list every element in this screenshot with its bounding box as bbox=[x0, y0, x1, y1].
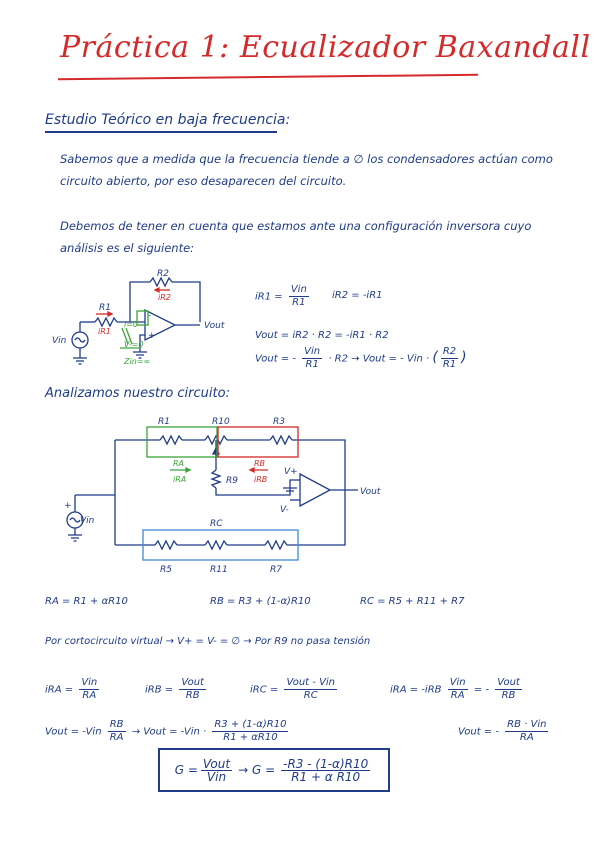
label-r7: R7 bbox=[270, 565, 282, 575]
label-i0: i=0 bbox=[124, 320, 138, 329]
equation-ra: RA = R1 + αR10 bbox=[45, 596, 128, 607]
label-r3: R3 bbox=[273, 417, 285, 427]
paragraph-line: Debemos de tener en cuenta que estamos a… bbox=[60, 219, 532, 233]
equation-vout1: Vout = iR2 · R2 = -iR1 · R2 bbox=[255, 330, 389, 341]
section-heading-underline bbox=[45, 131, 277, 133]
label-irb: iRB bbox=[254, 475, 267, 484]
label-vminus: V-=0 bbox=[124, 340, 143, 349]
label-rc: RC bbox=[210, 519, 223, 529]
label-ir1: iR1 bbox=[98, 327, 111, 336]
section-heading-analysis: Analizamos nuestro circuito: bbox=[45, 386, 230, 401]
label-plus: + bbox=[148, 331, 156, 341]
equation-ir2: iR2 = -iR1 bbox=[332, 290, 383, 301]
label-r1: R1 bbox=[158, 417, 170, 427]
page-title: Práctica 1: Ecualizador Baxandall bbox=[60, 30, 591, 65]
label-vout: Vout bbox=[204, 321, 225, 331]
label-r11: R11 bbox=[210, 565, 228, 575]
section-heading-theory: Estudio Teórico en baja frecuencia: bbox=[45, 112, 291, 128]
paragraph-line: análisis es el siguiente: bbox=[60, 241, 195, 255]
label-ir2: iR2 bbox=[158, 293, 171, 302]
label-r1: R1 bbox=[99, 303, 111, 313]
label-minus: - bbox=[148, 311, 151, 321]
label-vminus: V- bbox=[280, 505, 289, 515]
equation-rc: RC = R5 + R11 + R7 bbox=[360, 596, 465, 607]
label-rb: RB bbox=[254, 459, 265, 468]
paragraph-line: Sabemos que a medida que la frecuencia t… bbox=[60, 152, 553, 166]
label-ira: iRA bbox=[173, 475, 186, 484]
label-vout: Vout bbox=[360, 487, 381, 497]
label-zin: Zin=∞ bbox=[123, 357, 150, 366]
label-r5: R5 bbox=[160, 565, 172, 575]
label-r9: R9 bbox=[226, 476, 238, 486]
label-r2: R2 bbox=[157, 269, 169, 279]
equation-rb: RB = R3 + (1-α)R10 bbox=[210, 596, 311, 607]
label-vplus: V+ bbox=[284, 467, 298, 477]
label-plus: + bbox=[64, 501, 72, 511]
equation-virtual-short: Por cortocircuito virtual → V+ = V- = ∅ … bbox=[45, 636, 371, 647]
label-vin: Vin bbox=[80, 516, 95, 526]
label-vin: Vin bbox=[52, 336, 67, 346]
label-ra: RA bbox=[173, 459, 184, 468]
label-r10: R10 bbox=[212, 417, 230, 427]
paragraph-line: circuito abierto, por eso desaparecen de… bbox=[60, 174, 347, 188]
